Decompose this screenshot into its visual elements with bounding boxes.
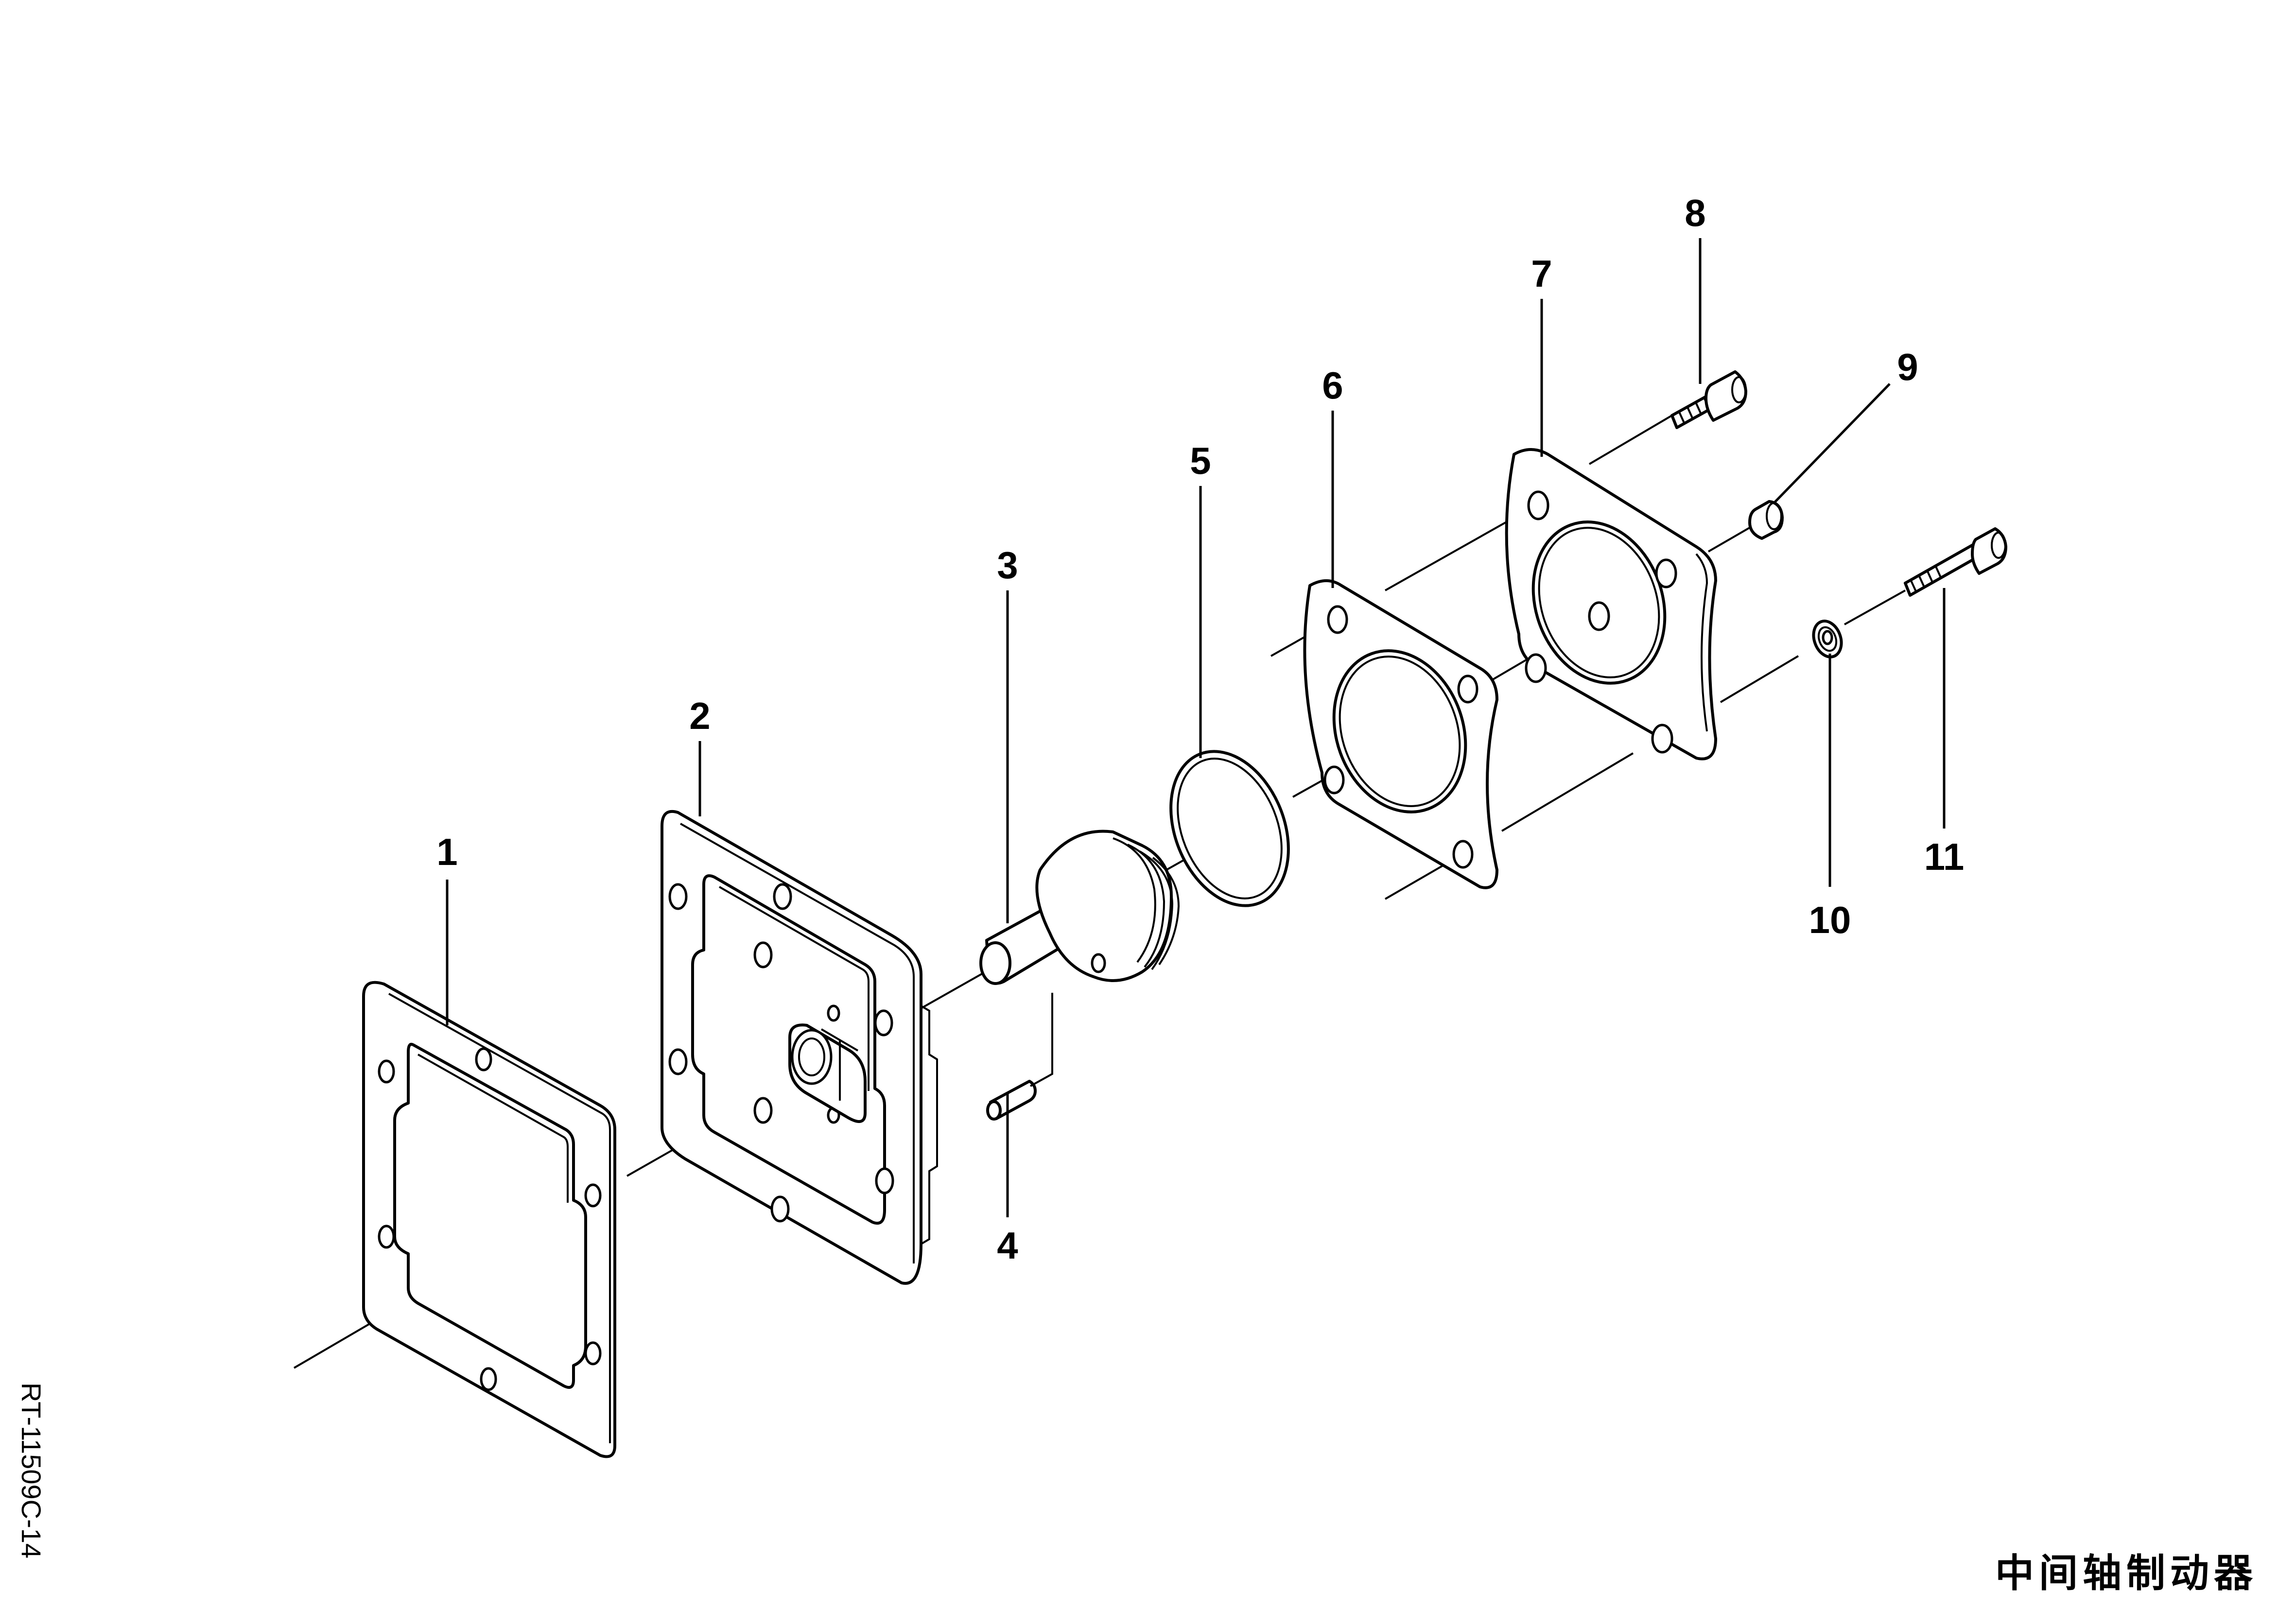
part-4-pin bbox=[986, 993, 1053, 1121]
part-7-end-plate bbox=[1505, 448, 1717, 760]
callout-4: 4 bbox=[997, 1224, 1018, 1267]
callout-6: 6 bbox=[1322, 364, 1343, 407]
callout-labels: 1 2 3 4 5 6 7 8 9 10 11 bbox=[436, 191, 1964, 1267]
callout-9: 9 bbox=[1897, 346, 1918, 388]
part-5-o-ring bbox=[1169, 750, 1290, 907]
callout-10: 10 bbox=[1809, 899, 1851, 941]
part-6-gasket bbox=[1303, 579, 1498, 889]
drawing-code: RT-11509C-14 bbox=[16, 1382, 47, 1558]
part-10-washer bbox=[1812, 620, 1843, 658]
part-8-bolt bbox=[1670, 370, 1747, 429]
diagram-caption: 中间轴制动器 bbox=[1995, 1550, 2258, 1596]
part-2-cover bbox=[661, 810, 938, 1285]
part-1-gasket bbox=[362, 981, 616, 1458]
callout-7: 7 bbox=[1531, 252, 1552, 295]
callout-5: 5 bbox=[1190, 439, 1211, 482]
callout-3: 3 bbox=[997, 544, 1018, 587]
callout-2: 2 bbox=[689, 694, 710, 737]
part-3-piston bbox=[979, 829, 1180, 985]
leader-lines bbox=[446, 238, 1946, 1217]
callout-8: 8 bbox=[1685, 191, 1705, 234]
callout-1: 1 bbox=[436, 830, 457, 873]
part-11-bolt bbox=[1904, 527, 2007, 597]
callout-11: 11 bbox=[1924, 835, 1964, 878]
part-9-plug bbox=[1748, 500, 1784, 540]
